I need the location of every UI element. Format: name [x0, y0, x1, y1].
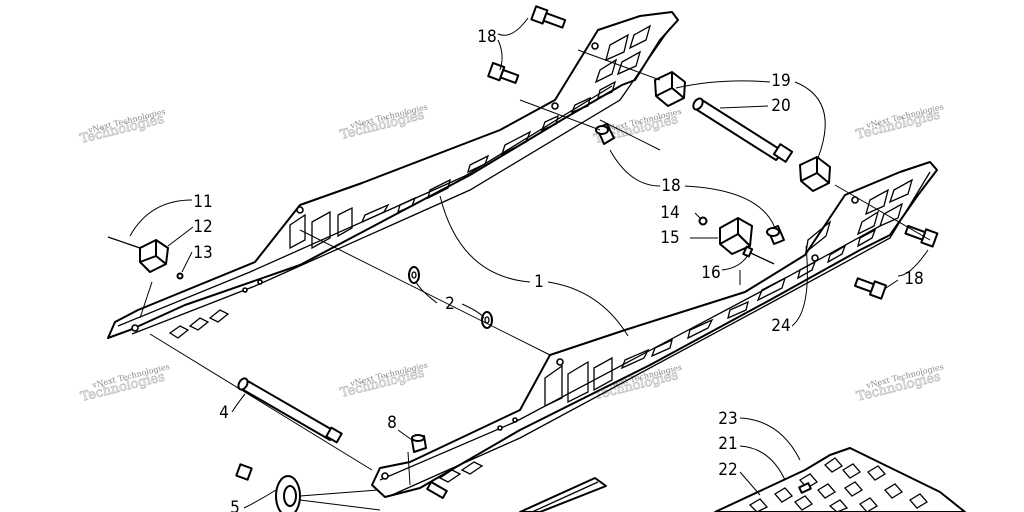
callout-17: 18	[661, 176, 680, 196]
screw-16	[742, 245, 775, 265]
nut-14	[698, 216, 708, 226]
washer-2-lower	[481, 311, 493, 329]
callout-14: 14	[660, 203, 679, 223]
callout-23: 23	[718, 409, 737, 429]
leader-lines	[129, 17, 931, 511]
block-12	[139, 239, 169, 273]
block-19-lower	[799, 156, 831, 192]
callout-18: 18	[904, 269, 923, 289]
callout-8: 8	[387, 413, 397, 433]
rail-right	[371, 161, 938, 498]
block-15	[719, 217, 753, 255]
pin-11	[107, 236, 141, 249]
callout-22: 22	[718, 460, 737, 480]
callout-13: 13	[193, 243, 212, 263]
callout-12: 12	[193, 217, 212, 237]
bolt-18-top-a	[530, 5, 567, 29]
callout-24: 24	[771, 316, 790, 336]
callout-1: 1	[534, 272, 544, 292]
callout-20: 20	[771, 96, 790, 116]
rail-left	[107, 11, 679, 339]
axle-20	[692, 97, 794, 163]
track-lugs	[748, 457, 929, 512]
callout-16: 16	[701, 263, 720, 283]
rail-left-cutouts	[168, 24, 652, 339]
callout-19: 19	[771, 71, 790, 91]
bolt-18-right-b	[854, 277, 888, 300]
slide-rail	[519, 477, 607, 512]
callout-4: 4	[219, 403, 229, 423]
callout-2: 2	[445, 294, 455, 314]
callout-5: 5	[230, 498, 240, 512]
shaft-4	[237, 377, 343, 444]
callout-21: 21	[718, 434, 737, 454]
callouts: 18 19 20 18 14 15 16 18 24 11 12 13 1 2 …	[193, 27, 923, 512]
nut-13	[176, 272, 184, 280]
washer-2-upper	[408, 266, 420, 284]
bolt-18-top-b	[487, 62, 520, 84]
block-19-upper	[654, 71, 686, 107]
track-section	[714, 447, 966, 512]
callout-15: 15	[660, 228, 679, 248]
bolt-rear	[426, 481, 448, 499]
callout-18: 18	[477, 27, 496, 47]
wheel-5	[235, 463, 301, 512]
callout-11: 11	[193, 192, 212, 212]
